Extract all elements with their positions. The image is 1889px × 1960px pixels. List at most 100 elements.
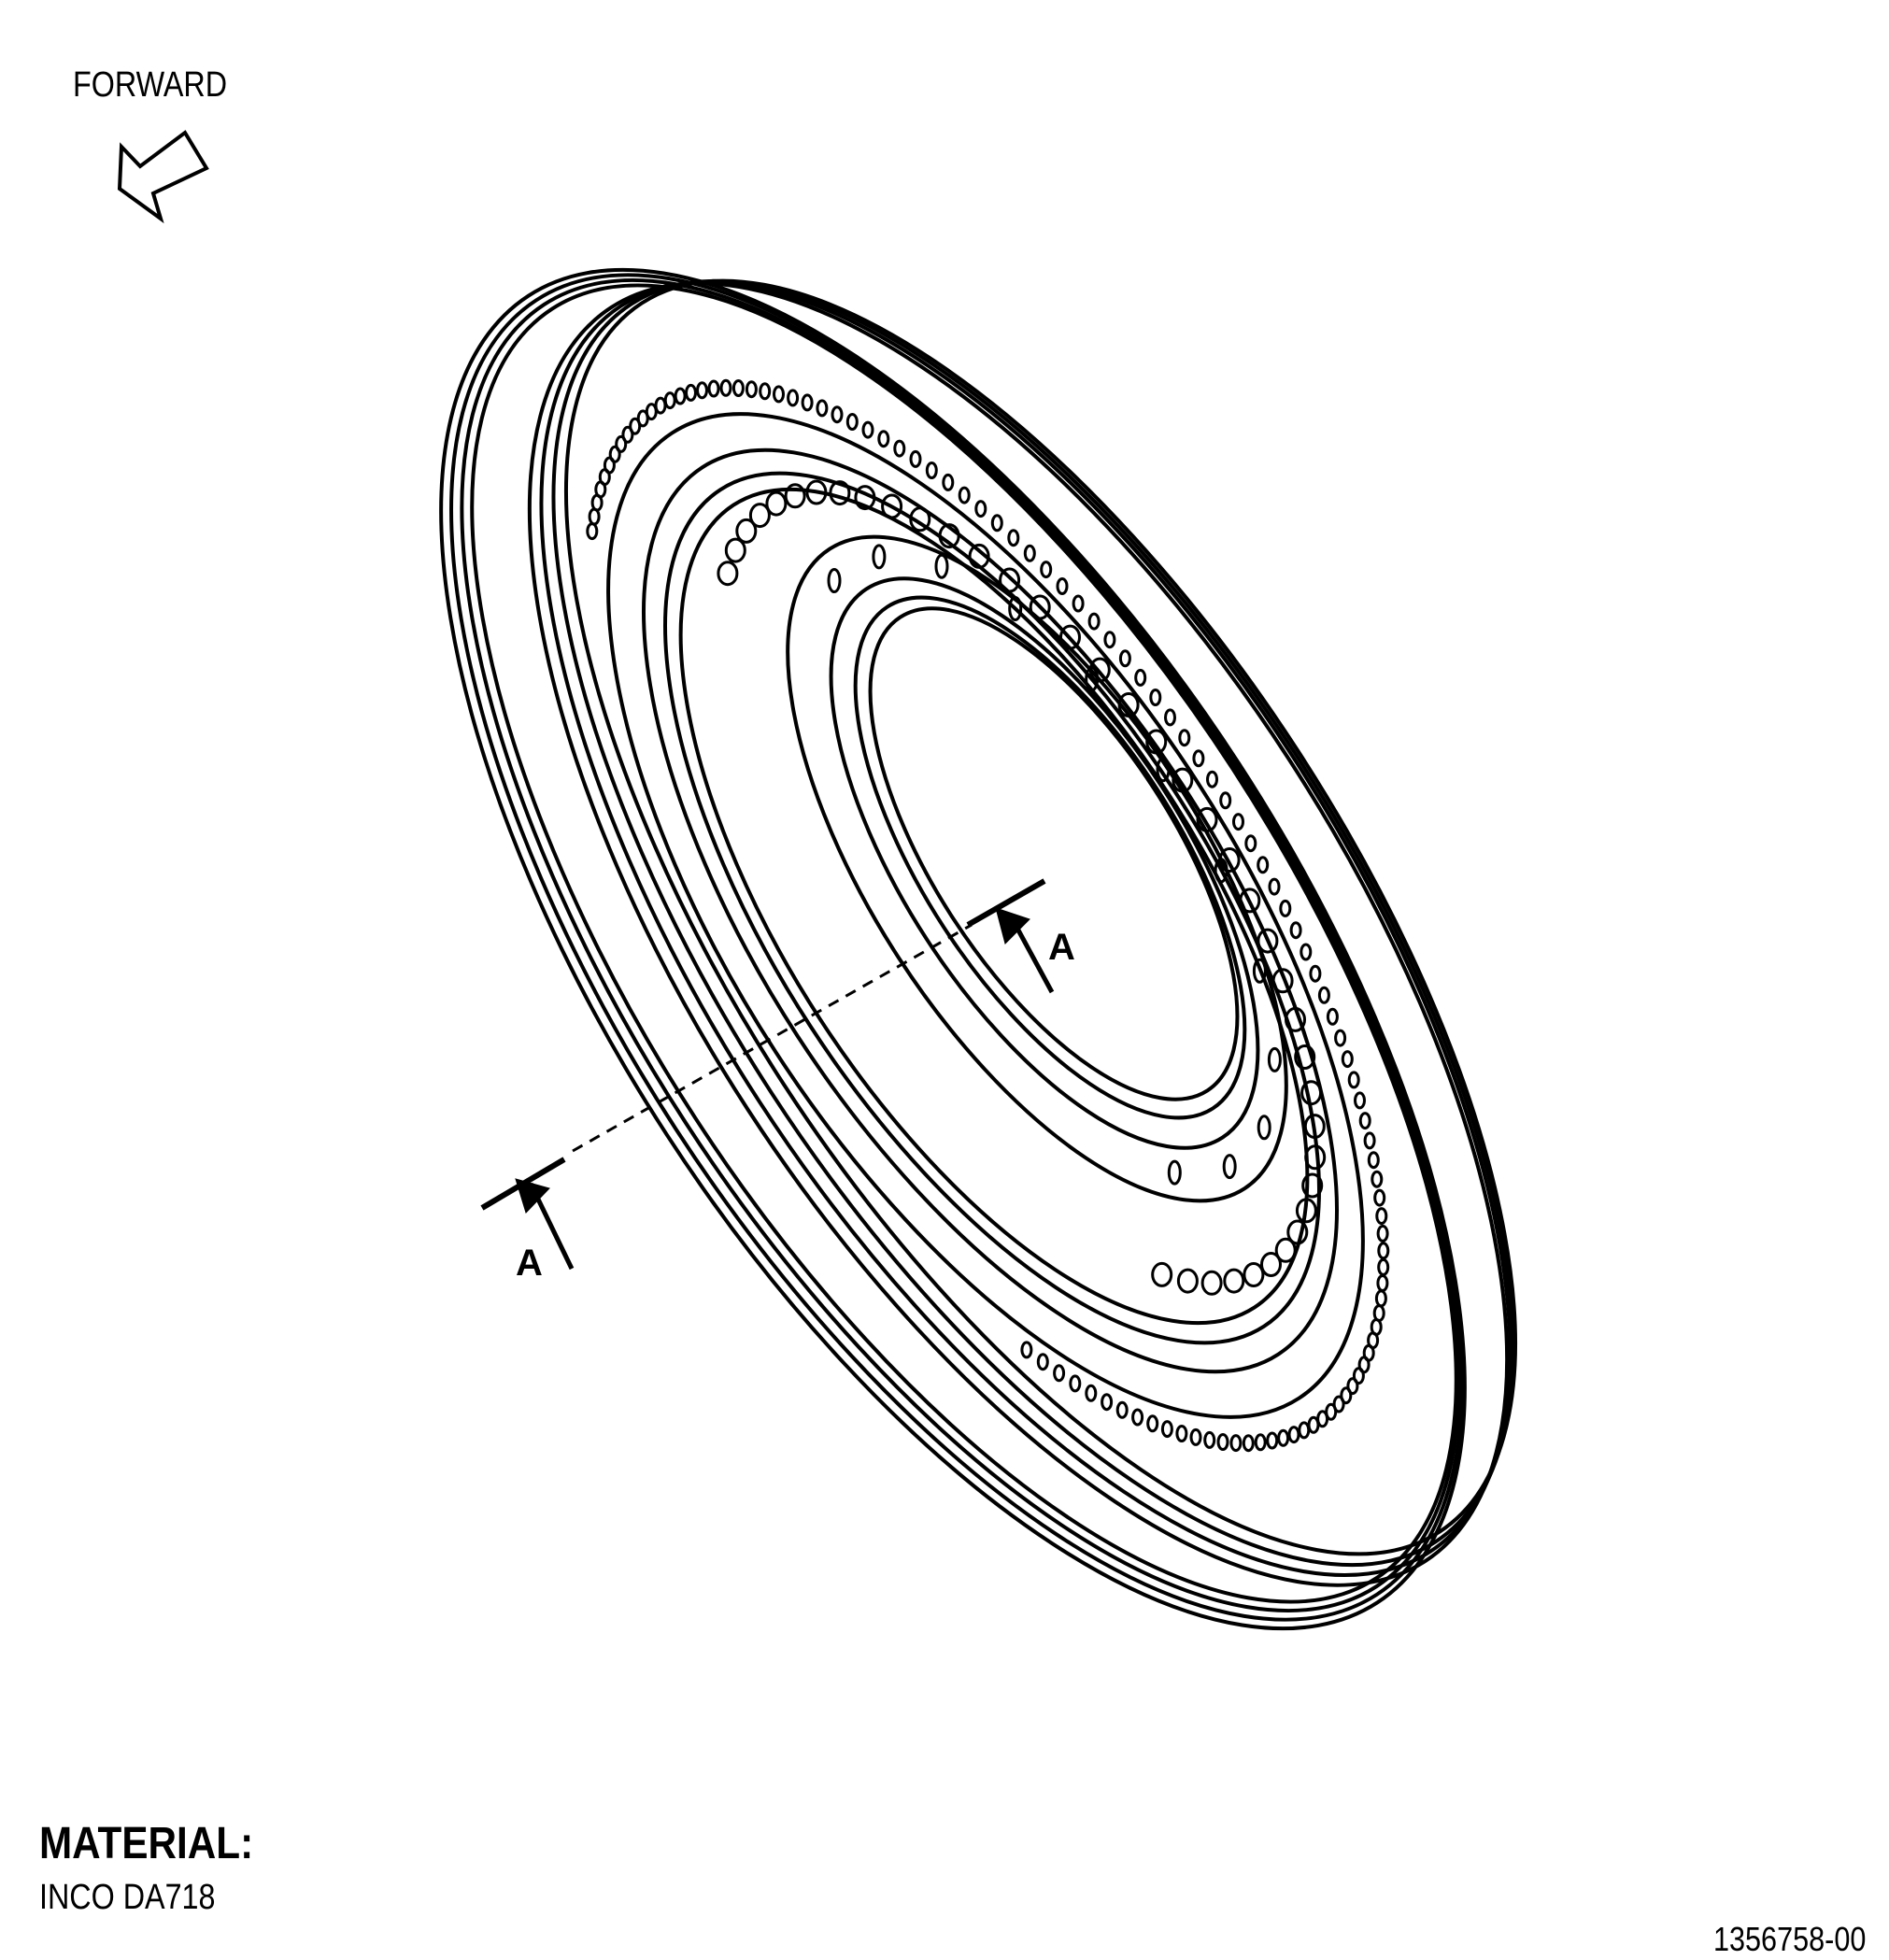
small-hole (1203, 1430, 1216, 1449)
small-hole (1069, 1374, 1082, 1393)
small-hole (1254, 1433, 1267, 1452)
small-hole (877, 430, 890, 448)
small-hole (787, 389, 800, 407)
small-hole (1374, 1289, 1387, 1308)
slot-hole (872, 544, 887, 570)
medium-hole (968, 543, 990, 569)
small-hole (1242, 1434, 1255, 1453)
small-hole (1334, 1029, 1347, 1047)
medium-hole (1117, 692, 1140, 717)
medium-hole (1151, 1261, 1173, 1287)
small-hole (663, 391, 676, 410)
small-hole (654, 396, 667, 415)
small-hole (925, 462, 938, 479)
inner-hub-outer-edge (786, 534, 1288, 1203)
ring-step-edge (642, 447, 1339, 1374)
small-hole (1229, 1434, 1243, 1453)
small-hole (1277, 1428, 1290, 1447)
small-hole (861, 420, 874, 439)
small-hole (1377, 1257, 1390, 1276)
small-hole (1347, 1071, 1360, 1089)
small-hole (1325, 1402, 1338, 1421)
small-hole (1175, 1425, 1188, 1442)
small-hole (1053, 1364, 1066, 1383)
medium-hole (854, 485, 876, 511)
hole-pattern (586, 378, 1390, 1453)
medium-hole (1294, 1044, 1316, 1070)
small-hole (816, 399, 829, 418)
medium-hole (748, 503, 771, 529)
small-hole (586, 522, 599, 541)
small-hole (1115, 1400, 1129, 1419)
small-hole (1376, 1224, 1389, 1243)
medium-hole (1274, 1237, 1297, 1263)
forward-arrow-icon (117, 130, 209, 224)
outer-rim-edge (449, 273, 1464, 1622)
small-hole (1332, 1395, 1345, 1413)
medium-hole (805, 479, 828, 505)
medium-hole (765, 490, 788, 517)
small-hole (1020, 1341, 1033, 1359)
outer-rim-edge (470, 283, 1458, 1604)
small-hole (685, 383, 697, 402)
medium-hole (1223, 1268, 1245, 1294)
small-hole (942, 473, 955, 491)
small-hole (1146, 1414, 1159, 1433)
slot-hole (1085, 666, 1100, 692)
medium-hole (1295, 1198, 1317, 1224)
medium-hole (1029, 594, 1051, 620)
small-hole (1257, 856, 1270, 874)
hole-band-outer-edge (606, 412, 1365, 1419)
outer-rim-edge (460, 277, 1461, 1613)
small-hole (1289, 921, 1302, 940)
small-hole (1268, 877, 1281, 896)
bore-inner-edge (868, 606, 1240, 1101)
small-hole (1341, 1050, 1354, 1069)
small-hole (719, 378, 732, 397)
small-hole (1354, 1091, 1366, 1110)
material-value: INCO DA718 (39, 1878, 216, 1917)
small-hole (909, 449, 922, 468)
slot-hole (1008, 596, 1023, 621)
small-hole (1131, 1408, 1144, 1427)
medium-hole (1200, 1270, 1223, 1296)
small-hole (1164, 708, 1176, 727)
medium-hole (1260, 1252, 1282, 1277)
small-hole (696, 381, 708, 400)
small-hole (1244, 834, 1257, 853)
medium-hole (1257, 928, 1279, 954)
small-hole (893, 439, 906, 458)
small-hole (1101, 1393, 1114, 1412)
medium-hole (1303, 1114, 1326, 1140)
medium-hole (724, 537, 746, 563)
small-hole (1317, 986, 1330, 1004)
small-hole (608, 445, 621, 463)
small-hole (1376, 1274, 1389, 1292)
slot-hole (1252, 958, 1267, 984)
small-hole (1371, 1170, 1384, 1188)
small-hole (1363, 1131, 1376, 1150)
medium-hole (1304, 1144, 1327, 1171)
medium-hole (1286, 1219, 1309, 1245)
small-hole (1367, 1151, 1380, 1170)
small-hole (1373, 1188, 1386, 1207)
small-hole (745, 380, 758, 399)
medium-hole (938, 523, 960, 549)
small-hole (1300, 943, 1313, 961)
medium-hole (829, 480, 851, 506)
medium-hole (1243, 1262, 1265, 1287)
medium-hole (735, 518, 758, 544)
medium-hole (1239, 888, 1261, 914)
medium-hole (1059, 624, 1081, 650)
small-hole (1178, 729, 1191, 747)
medium-hole (717, 561, 739, 587)
small-hole (1377, 1242, 1390, 1260)
bore-edge (853, 595, 1247, 1120)
small-hole (1340, 1386, 1353, 1405)
small-hole (1298, 1421, 1311, 1440)
slot-hole (827, 568, 842, 593)
rim-back-edge (539, 280, 1513, 1577)
slot-hole (934, 553, 949, 579)
small-hole (1036, 1353, 1049, 1371)
small-hole (1023, 544, 1036, 562)
